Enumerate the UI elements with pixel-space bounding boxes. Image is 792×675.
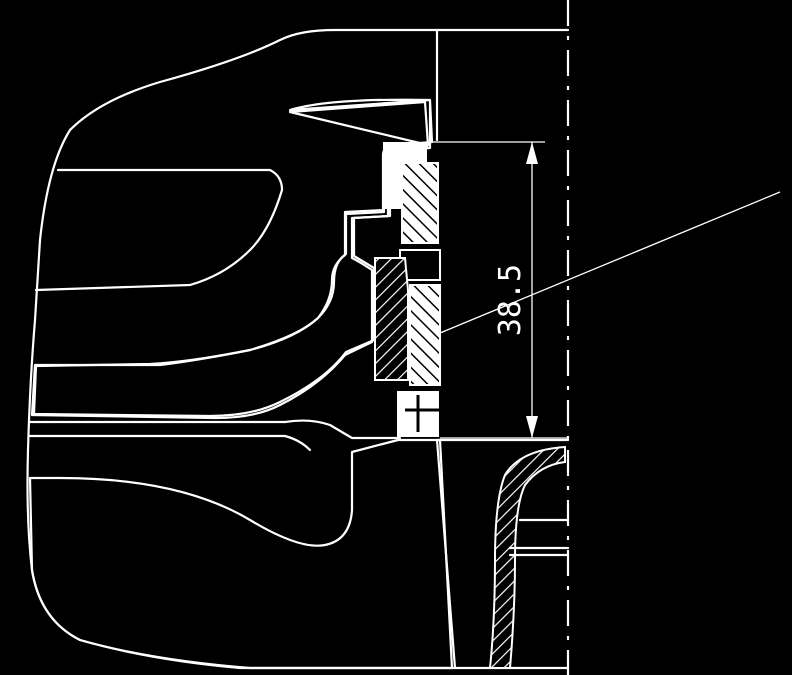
shaft-neck <box>283 419 402 440</box>
lower-right-part-section <box>488 445 566 669</box>
shaft-neck-lower <box>283 434 312 452</box>
dim-arrow-bottom <box>526 416 538 438</box>
leader-line <box>439 191 781 334</box>
lower-body-section <box>28 438 454 670</box>
upper-housing-section <box>30 98 434 420</box>
casing-outline <box>26 28 570 670</box>
seal-ring-hatched <box>401 162 439 244</box>
dim-arrow-top <box>526 142 538 164</box>
dimension-label: 38.5 <box>493 264 528 336</box>
inner-cavity-edge <box>34 168 284 292</box>
seal-face-ring <box>409 284 441 386</box>
upper-body-section <box>32 100 430 418</box>
seal-spring-body <box>374 257 409 381</box>
